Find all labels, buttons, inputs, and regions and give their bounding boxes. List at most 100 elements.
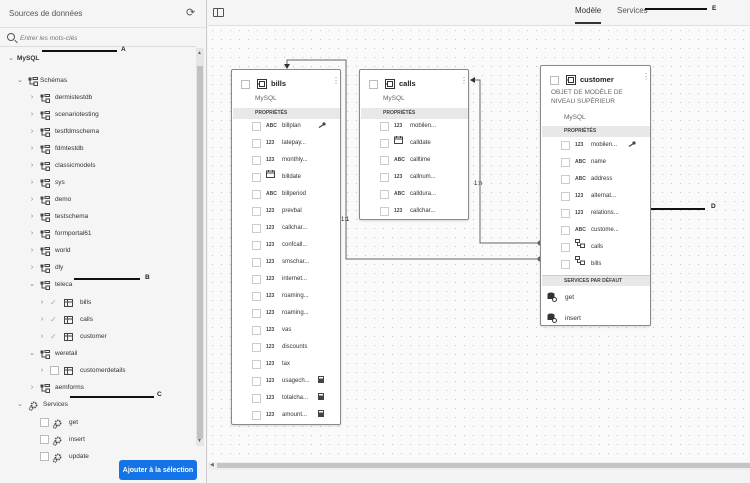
- property-checkbox[interactable]: [561, 260, 570, 269]
- chevron-icon[interactable]: ›: [30, 128, 34, 135]
- chevron-icon[interactable]: ›: [30, 94, 34, 101]
- tree-item-service[interactable]: get: [0, 416, 196, 430]
- tree-item-table[interactable]: ›customerdetails: [0, 364, 196, 378]
- more-menu-icon[interactable]: ⋮: [332, 76, 340, 85]
- property-checkbox[interactable]: [252, 326, 261, 335]
- tree-item-schema[interactable]: ›sys: [0, 176, 196, 190]
- chevron-icon[interactable]: ⌄: [17, 77, 23, 84]
- checkbox[interactable]: [50, 366, 59, 375]
- property-checkbox[interactable]: [252, 156, 261, 165]
- tree-item-services[interactable]: ⌄Services: [0, 398, 196, 412]
- property-checkbox[interactable]: [252, 292, 261, 301]
- chevron-icon[interactable]: ›: [40, 367, 44, 374]
- tree-item-schema[interactable]: ›demo: [0, 193, 196, 207]
- tree-item-schemas[interactable]: ⌄Schémas: [0, 74, 196, 88]
- chevron-icon[interactable]: ›: [40, 333, 44, 340]
- property-checkbox[interactable]: [380, 173, 389, 182]
- chevron-icon[interactable]: ⌄: [29, 350, 35, 357]
- add-to-selection-button[interactable]: Ajouter à la sélection: [119, 460, 197, 480]
- chevron-icon[interactable]: ›: [30, 145, 34, 152]
- property-checkbox[interactable]: [252, 224, 261, 233]
- tree-scrollbar[interactable]: ▲ ▼: [196, 48, 204, 446]
- tree-item-schema[interactable]: ›testschema: [0, 210, 196, 224]
- property-checkbox[interactable]: [561, 141, 570, 150]
- more-menu-icon[interactable]: ⋮: [642, 72, 650, 81]
- property-checkbox[interactable]: [561, 192, 570, 201]
- property-row[interactable]: calls: [541, 239, 652, 256]
- search-input[interactable]: [20, 32, 190, 44]
- property-row[interactable]: calldate: [360, 135, 470, 152]
- tree-item-schema[interactable]: ›dly: [0, 261, 196, 275]
- select-checkbox[interactable]: [550, 76, 559, 85]
- sidebar-toggle-icon[interactable]: [213, 8, 224, 17]
- select-checkbox[interactable]: [241, 80, 250, 89]
- tree-item-schema[interactable]: ›scenariotesting: [0, 108, 196, 122]
- chevron-icon[interactable]: ›: [40, 316, 44, 323]
- checkbox[interactable]: [40, 435, 49, 444]
- checkbox[interactable]: [40, 418, 49, 427]
- select-checkbox[interactable]: [369, 80, 378, 89]
- tree-item-table[interactable]: ›✓bills: [0, 296, 196, 310]
- tree-item-schema[interactable]: ›testfdmschema: [0, 125, 196, 139]
- property-checkbox[interactable]: [380, 156, 389, 165]
- property-checkbox[interactable]: [561, 175, 570, 184]
- property-checkbox[interactable]: [561, 226, 570, 235]
- canvas-horizontal-scrollbar[interactable]: ◀: [208, 462, 750, 470]
- property-row[interactable]: billdate: [232, 169, 342, 186]
- tree-item-table[interactable]: ›✓customer: [0, 330, 196, 344]
- property-checkbox[interactable]: [252, 139, 261, 148]
- property-checkbox[interactable]: [380, 139, 389, 148]
- tree-item-schema[interactable]: ›aemforms: [0, 381, 196, 395]
- scroll-up-icon[interactable]: ▲: [197, 50, 202, 56]
- property-checkbox[interactable]: [380, 207, 389, 216]
- property-checkbox[interactable]: [252, 360, 261, 369]
- tree-item-table[interactable]: ›✓calls: [0, 313, 196, 327]
- chevron-icon[interactable]: ⌄: [17, 401, 23, 408]
- checkmark-icon[interactable]: ✓: [50, 332, 57, 341]
- chevron-icon[interactable]: ›: [40, 299, 44, 306]
- tree-item-schema[interactable]: ›dermistestdb: [0, 91, 196, 105]
- chevron-icon[interactable]: ⌄: [29, 281, 35, 288]
- chevron-icon[interactable]: ›: [30, 264, 34, 271]
- property-checkbox[interactable]: [252, 122, 261, 131]
- property-checkbox[interactable]: [380, 190, 389, 199]
- property-checkbox[interactable]: [252, 275, 261, 284]
- chevron-icon[interactable]: ›: [30, 179, 34, 186]
- tree-item-schema[interactable]: ›fdmtestdb: [0, 142, 196, 156]
- scrollbar-thumb[interactable]: [197, 66, 203, 439]
- property-checkbox[interactable]: [252, 207, 261, 216]
- checkmark-icon[interactable]: ✓: [50, 315, 57, 324]
- service-row[interactable]: insert: [541, 310, 652, 327]
- tree-item-service[interactable]: insert: [0, 433, 196, 447]
- tree-item-schema[interactable]: ›world: [0, 244, 196, 258]
- tree-item-schema[interactable]: ›classicmodels: [0, 159, 196, 173]
- property-checkbox[interactable]: [252, 241, 261, 250]
- property-checkbox[interactable]: [252, 377, 261, 386]
- chevron-icon[interactable]: ›: [30, 213, 34, 220]
- tree-item-schema[interactable]: ⌄weretail: [0, 347, 196, 361]
- scroll-left-icon[interactable]: ◀: [210, 462, 214, 468]
- property-checkbox[interactable]: [380, 122, 389, 131]
